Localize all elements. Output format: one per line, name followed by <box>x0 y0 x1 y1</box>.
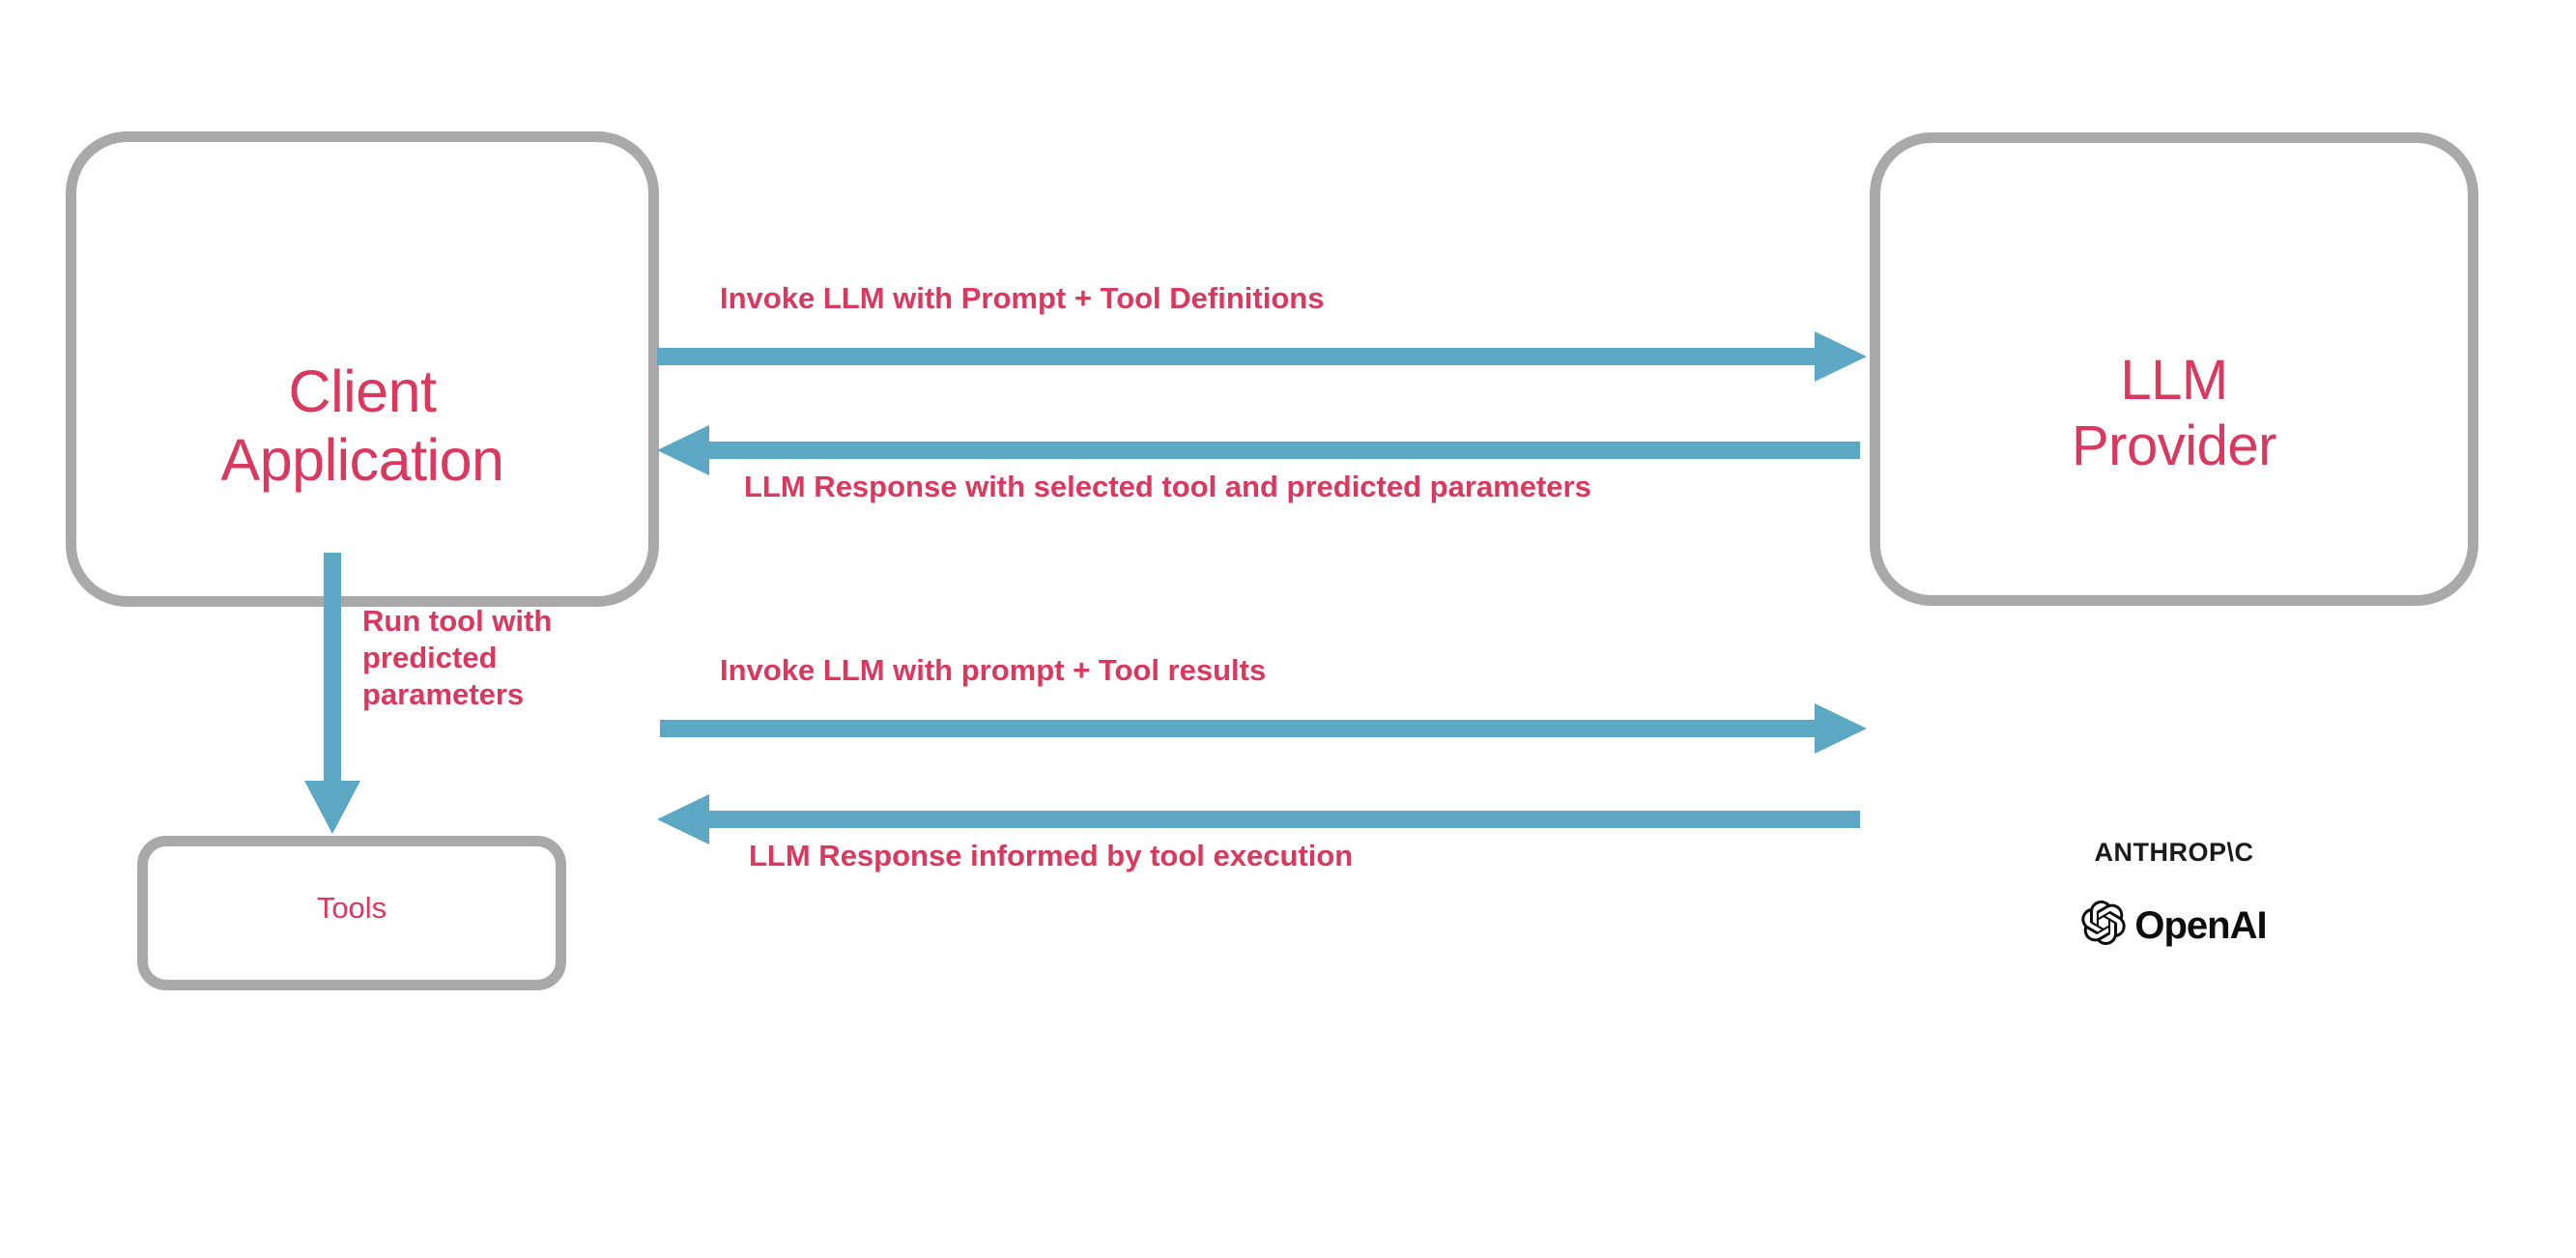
message-arrow-1 <box>657 331 1867 382</box>
llm-provider-title: LLM Provider <box>2072 349 2276 477</box>
client-application-title: Client Application <box>220 358 504 494</box>
llm-provider-box[interactable] <box>1870 132 2478 606</box>
message-arrow-2 <box>657 425 1860 475</box>
message-arrow-1-label: Invoke LLM with Prompt + Tool Definition… <box>720 281 1325 315</box>
run-tool-arrow-label: Run tool with predicted parameters <box>362 604 553 711</box>
run-tool-arrow <box>302 553 362 835</box>
tools-box[interactable] <box>137 836 566 990</box>
anthropic-logo: ANTHROP\C <box>2094 838 2254 867</box>
message-arrow-3 <box>660 703 1867 754</box>
message-arrow-3-label: Invoke LLM with prompt + Tool results <box>720 653 1267 687</box>
message-arrow-2-label: LLM Response with selected tool and pred… <box>744 470 1591 503</box>
client-application-box[interactable] <box>66 131 659 607</box>
message-arrow-4-label: LLM Response informed by tool execution <box>749 839 1354 872</box>
openai-mark-icon <box>2081 901 2127 950</box>
openai-logo: OpenAI <box>1870 901 2478 950</box>
message-arrow-4 <box>657 794 1860 844</box>
tools-label: Tools <box>316 891 387 925</box>
openai-wordmark: OpenAI <box>2134 903 2267 947</box>
